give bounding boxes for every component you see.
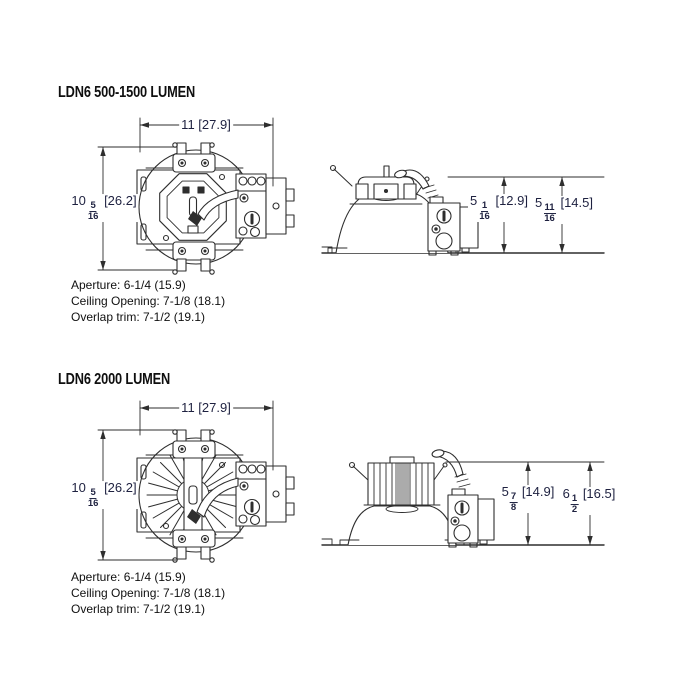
dim-numerator: 5 <box>89 487 97 499</box>
dim-numerator: 1 <box>570 493 579 505</box>
notes-block-1: Aperture: 6-1/4 (15.9) Ceiling Opening: … <box>71 277 225 325</box>
dim-text: 11 [27.9] <box>181 399 231 415</box>
lamp-holder <box>159 173 227 241</box>
central-mounting-bar <box>183 451 203 539</box>
dim-denominator: 8 <box>510 502 517 513</box>
heat-sink-side <box>367 456 435 506</box>
flex-conduit-plan <box>188 189 239 226</box>
flex-conduit-side-1 <box>394 169 444 204</box>
dim-denominator: 16 <box>87 498 99 509</box>
top-mounting-bracket-2 <box>172 429 216 459</box>
dim-whole: 5 <box>501 484 509 500</box>
note-overlap-trim: Overlap trim: 7-1/2 (19.1) <box>71 310 206 324</box>
top-view-drawing-500-1500 <box>136 142 295 275</box>
notes-block-2: Aperture: 6-1/4 (15.9) Ceiling Opening: … <box>71 569 225 617</box>
dim-whole: 10 <box>71 193 86 209</box>
dim-numerator: 1 <box>480 200 489 212</box>
dim-numerator: 7 <box>509 491 518 503</box>
bottom-mounting-bracket-2 <box>172 529 216 563</box>
junction-box-side-1 <box>427 202 479 256</box>
dim-whole: 5 <box>535 195 543 211</box>
dim-whole: 10 <box>71 480 86 496</box>
dim-whole: 6 <box>562 486 570 502</box>
section-title-500-1500: LDN6 500-1500 LUMEN <box>58 84 196 101</box>
dim-denominator: 16 <box>544 213 555 224</box>
side-dimensions-1 <box>501 176 565 254</box>
dim-metric: [14.9] <box>521 484 555 500</box>
width-dim-label-2: 11 [27.9] <box>179 399 233 416</box>
note-overlap-trim: Overlap trim: 7-1/2 (19.1) <box>71 602 206 616</box>
side-view-drawing-500-1500 <box>321 164 605 256</box>
dim-metric: [12.9] <box>495 193 528 209</box>
junction-box-side-2 <box>447 494 495 548</box>
dim-denominator: 2 <box>571 504 578 515</box>
dim-metric: [26.2] <box>104 480 137 496</box>
dim-numerator: 11 <box>543 202 556 214</box>
note-aperture: Aperture: 6-1/4 (15.9) <box>71 570 186 584</box>
junction-box-plan-2 <box>235 461 295 527</box>
dim-whole: 5 <box>470 193 478 209</box>
section-title-2000: LDN6 2000 LUMEN <box>58 371 171 388</box>
junction-box-plan <box>235 173 295 239</box>
top-view-drawing-2000 <box>136 429 295 563</box>
note-aperture: Aperture: 6-1/4 (15.9) <box>71 278 186 292</box>
dim-numerator: 5 <box>89 200 97 212</box>
dim-denominator: 16 <box>479 211 490 222</box>
width-dim-label-1: 11 [27.9] <box>179 116 233 133</box>
dim-metric: [26.2] <box>104 193 137 209</box>
dim-metric: [14.5] <box>560 195 593 211</box>
bottom-mounting-bracket <box>172 241 216 275</box>
flex-conduit-side-2 <box>431 449 471 496</box>
top-mounting-bracket <box>172 142 216 173</box>
dim-denominator: 16 <box>87 211 99 222</box>
note-ceiling-opening: Ceiling Opening: 7-1/8 (18.1) <box>71 586 226 600</box>
note-ceiling-opening: Ceiling Opening: 7-1/8 (18.1) <box>71 294 226 308</box>
side-view-drawing-2000 <box>321 449 605 548</box>
flex-conduit-plan-2 <box>187 477 239 524</box>
dim-metric: [16.5] <box>582 486 616 502</box>
dim-text: 11 [27.9] <box>181 116 231 132</box>
